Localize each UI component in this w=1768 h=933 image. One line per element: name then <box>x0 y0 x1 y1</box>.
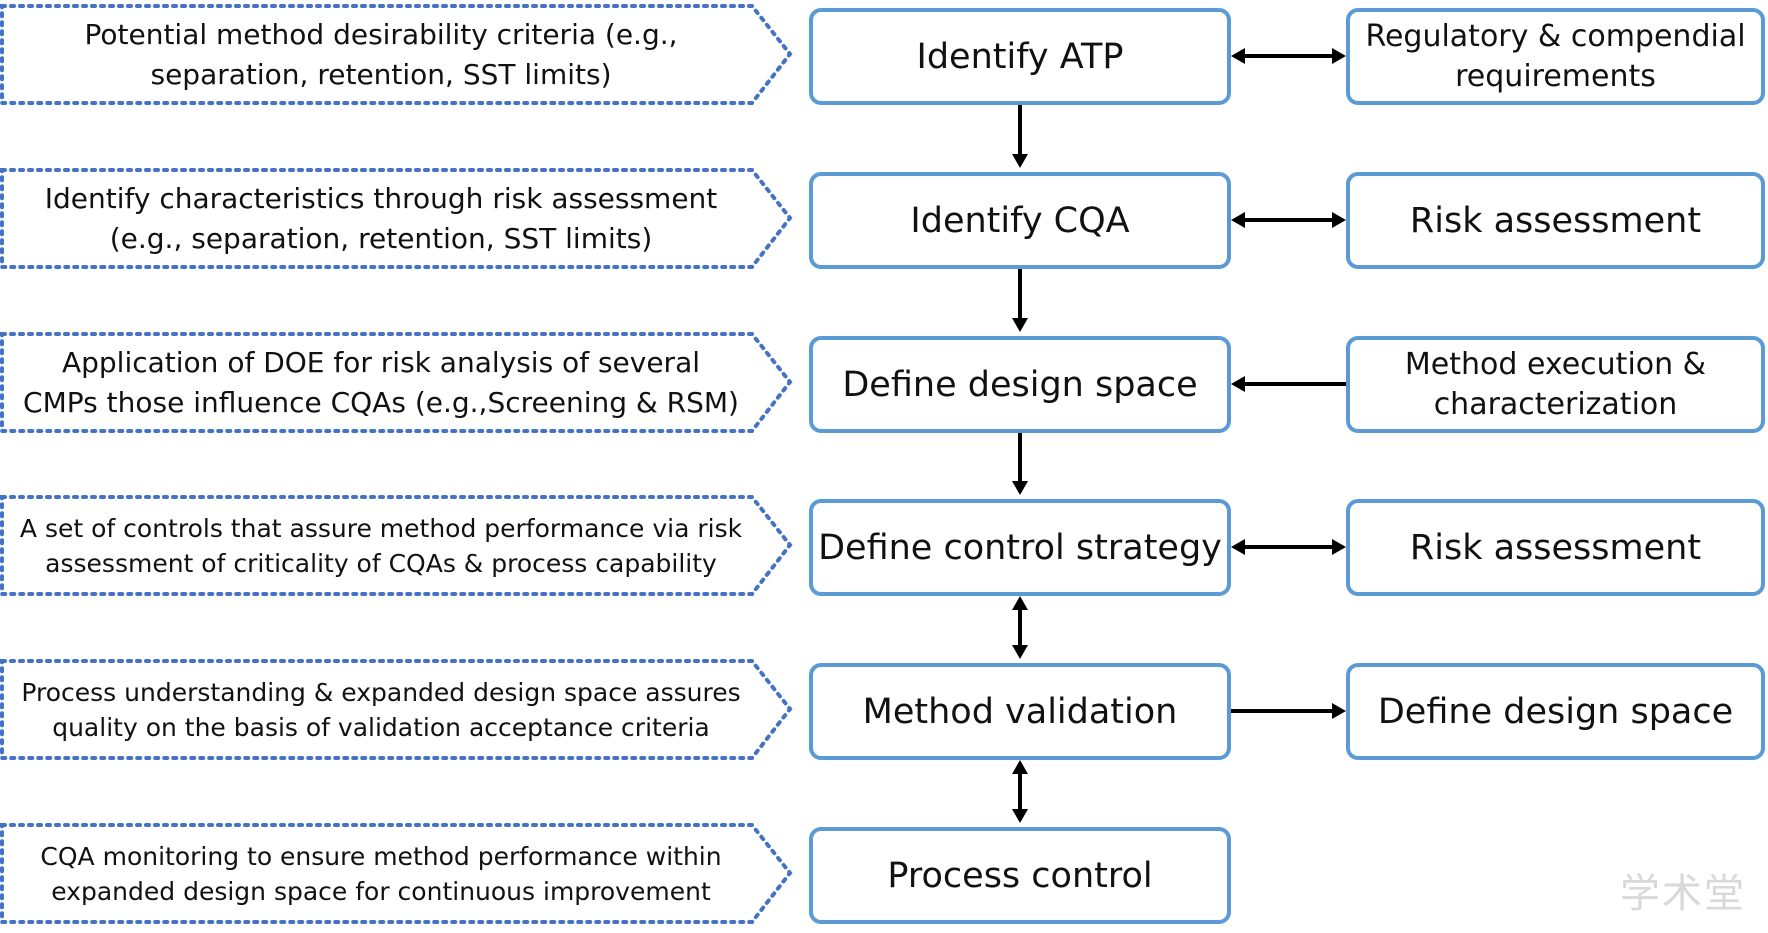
double-arrow-icon <box>1231 48 1346 64</box>
step-6-main-box: Process control <box>809 827 1231 924</box>
connector-1-2 <box>1010 105 1030 168</box>
step-3-main-box: Define design space <box>809 336 1231 433</box>
arrow-head-right <box>1332 703 1346 719</box>
arrow-head-down <box>1012 481 1028 495</box>
step-4-note-text: A set of controls that assure method per… <box>19 513 743 578</box>
step-4-side-box: Risk assessment <box>1346 499 1765 596</box>
step-4-note: A set of controls that assure method per… <box>0 495 793 596</box>
step-3-side-box: Method execution & characterization <box>1346 336 1765 433</box>
arrow-head-left <box>1231 48 1245 64</box>
watermark: 学术堂 <box>1620 871 1746 917</box>
step-4-main-box: Define control strategy <box>809 499 1231 596</box>
note-chevron-shape <box>0 4 793 105</box>
arrow-left-icon <box>1231 376 1346 392</box>
note-chevron-shape <box>0 823 793 924</box>
connector-3-4 <box>1010 433 1030 495</box>
step-1-side-box: Regulatory & compendial requirements <box>1346 8 1765 105</box>
note-outline <box>0 495 793 596</box>
arrow-head-right <box>1332 48 1346 64</box>
connector-5-6 <box>1010 760 1030 823</box>
step-row-2: Identify characteristics through risk as… <box>0 168 1768 269</box>
step-row-1: Potential method desirability criteria (… <box>0 4 1768 105</box>
arrow-head-down <box>1012 154 1028 168</box>
connector-4-5 <box>1010 596 1030 659</box>
step-2-note: Identify characteristics through risk as… <box>0 168 793 269</box>
note-chevron-shape <box>0 659 793 760</box>
arrow-head-right <box>1332 212 1346 228</box>
step-5-main-box: Method validation <box>809 663 1231 760</box>
step-1-note: Potential method desirability criteria (… <box>0 4 793 105</box>
note-chevron-shape <box>0 495 793 596</box>
arrow-head-left <box>1231 376 1245 392</box>
arrow-head-up <box>1012 760 1028 774</box>
step-2-note-text: Identify characteristics through risk as… <box>44 181 718 255</box>
note-outline <box>0 823 793 924</box>
note-chevron-shape <box>0 332 793 433</box>
note-outline <box>0 168 793 269</box>
connector-2-3 <box>1010 269 1030 332</box>
arrow-down-icon <box>1012 105 1028 168</box>
step-row-4: A set of controls that assure method per… <box>0 495 1768 596</box>
arrow-head-down <box>1012 809 1028 823</box>
step-1-note-text: Potential method desirability criteria (… <box>84 17 678 91</box>
note-outline <box>0 659 793 760</box>
arrow-head-down <box>1012 318 1028 332</box>
step-5-note: Process understanding & expanded design … <box>0 659 793 760</box>
arrow-down-icon <box>1012 269 1028 332</box>
arrow-head-down <box>1012 645 1028 659</box>
step-row-6: CQA monitoring to ensure method performa… <box>0 823 1768 924</box>
step-row-3: Application of DOE for risk analysis of … <box>0 332 1768 433</box>
step-2-side-box: Risk assessment <box>1346 172 1765 269</box>
note-outline <box>0 332 793 433</box>
double-arrow-vertical-icon <box>1012 596 1028 659</box>
double-arrow-icon <box>1231 212 1346 228</box>
arrow-head-up <box>1012 596 1028 610</box>
note-outline <box>0 4 793 105</box>
double-arrow-vertical-icon <box>1012 760 1028 823</box>
step-5-note-text: Process understanding & expanded design … <box>21 677 741 742</box>
double-arrow-icon <box>1231 539 1346 555</box>
step-2-main-box: Identify CQA <box>809 172 1231 269</box>
arrow-head-left <box>1231 212 1245 228</box>
arrow-head-right <box>1332 539 1346 555</box>
note-chevron-shape <box>0 168 793 269</box>
step-1-main-box: Identify ATP <box>809 8 1231 105</box>
arrow-head-left <box>1231 539 1245 555</box>
step-6-note: CQA monitoring to ensure method performa… <box>0 823 793 924</box>
step-row-5: Process understanding & expanded design … <box>0 659 1768 760</box>
arrow-right-icon <box>1231 703 1346 719</box>
step-3-note-text: Application of DOE for risk analysis of … <box>23 345 739 419</box>
arrow-down-icon <box>1012 433 1028 495</box>
step-6-note-text: CQA monitoring to ensure method performa… <box>40 841 722 906</box>
step-3-note: Application of DOE for risk analysis of … <box>0 332 793 433</box>
step-5-side-box: Define design space <box>1346 663 1765 760</box>
